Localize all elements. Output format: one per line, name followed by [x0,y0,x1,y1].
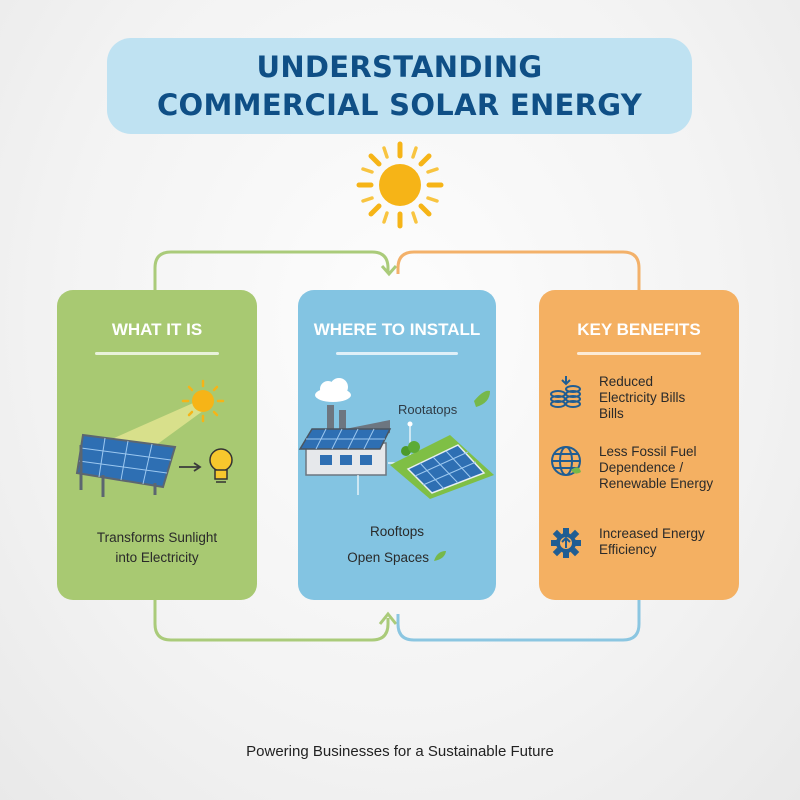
where-to-install-caption: Rooftops Open Spaces [298,522,496,568]
solar-panel-icon [75,433,177,497]
benefit-line: Bills [599,406,624,421]
cloud-icon [315,378,351,402]
title-line-1: UNDERSTANDING [256,50,543,84]
what-it-is-caption: Transforms Sunlight into Electricity [57,528,257,568]
benefit-text: Reduced Electricity Bills Bills [599,374,685,422]
caption-line-1: Rooftops [369,524,425,539]
install-locations-illustration [298,378,494,499]
caption-line-2: into Electricity [115,550,199,565]
rooftops-label: Rootatops [398,402,458,417]
benefit-line: Efficiency [599,542,657,557]
field-solar-panel-icon [390,435,494,499]
benefit-text: Increased Energy Efficiency [599,526,705,558]
benefit-line: Increased Energy [599,526,705,541]
panel-divider [336,352,458,355]
factory-icon [298,405,392,476]
leaf-icon [433,551,446,561]
panel-divider [95,352,219,355]
panel-heading: WHAT IT IS [111,320,203,339]
globe-icon [551,446,581,476]
benefit-item: Reduced Electricity Bills Bills [549,374,731,422]
title-banner: UNDERSTANDING COMMERCIAL SOLAR ENERGY [107,38,692,134]
title-line-2: COMMERCIAL SOLAR ENERGY [156,88,643,122]
sun-icon [181,379,225,423]
benefit-line: Dependence / [599,460,684,475]
caption-line-1: Transforms Sunlight [96,530,218,545]
benefit-text: Less Fossil Fuel Dependence / Renewable … [599,444,713,492]
benefit-item: Less Fossil Fuel Dependence / Renewable … [549,444,731,492]
benefit-item: Increased Energy Efficiency [549,526,731,560]
benefit-line: Electricity Bills [599,390,686,405]
caption-line-2: Open Spaces [298,548,496,568]
panel-heading: KEY BENEFITS [577,320,701,339]
gear-efficiency-icon [551,528,581,558]
arrow-icon [179,462,202,472]
what-it-is-panel: WHAT IT IS [57,290,257,600]
benefit-line: Less Fossil Fuel [599,444,697,459]
benefit-line: Renewable Energy [599,476,714,491]
where-to-install-panel: WHERE TO INSTALL [298,290,496,600]
key-benefits-panel: KEY BENEFITS Reduced Electricity Bills B… [539,290,739,600]
panel-divider [577,352,701,355]
solar-conversion-illustration [75,379,233,497]
open-spaces-text: Open Spaces [347,550,430,565]
light-bulb-icon [209,448,233,483]
coins-icon [550,376,581,408]
panel-heading: WHERE TO INSTALL [313,320,481,339]
benefit-line: Reduced [599,374,654,389]
leaf-icon [474,390,490,407]
footer-tagline: Powering Businesses for a Sustainable Fu… [246,743,554,760]
sun-icon [356,141,444,229]
